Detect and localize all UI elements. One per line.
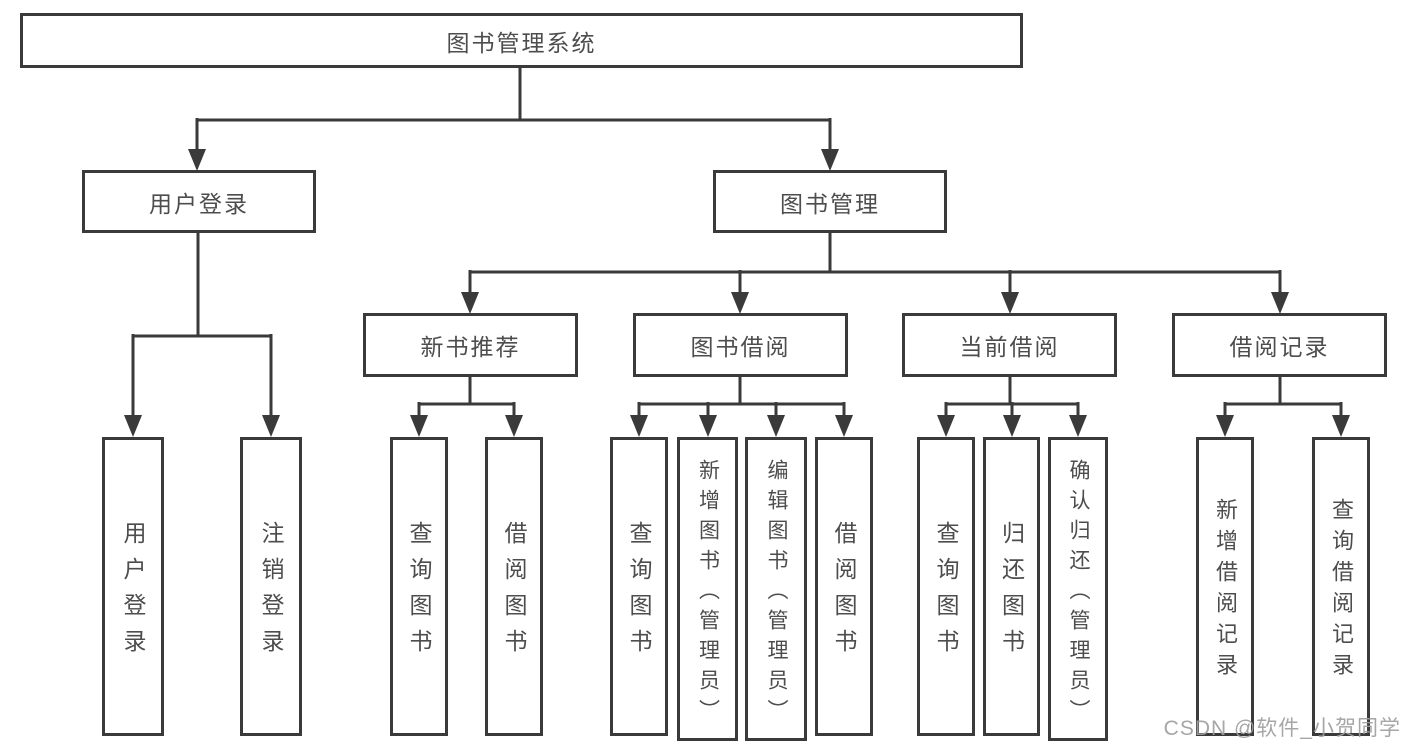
leaf-user-login: 用户登录 (102, 437, 164, 736)
node-label: 确认归还（管理员） (1067, 458, 1090, 729)
node-label: 用户登录 (149, 190, 249, 217)
node-label: 新书推荐 (420, 334, 521, 360)
node-label: 借阅图书 (831, 521, 857, 665)
node-current-borrowing: 当前借阅 (902, 313, 1117, 377)
node-label: 查询借阅记录 (1329, 498, 1354, 684)
leaf-query-books-borrowing: 查询图书 (610, 437, 668, 736)
leaf-edit-book-admin: 编辑图书（管理员） (745, 437, 807, 741)
node-label: 新增借阅记录 (1213, 498, 1238, 684)
node-label: 新增图书（管理员） (696, 458, 720, 729)
node-label: 查询图书 (626, 521, 652, 665)
node-label: 借阅图书 (501, 521, 527, 665)
node-book-borrowing: 图书借阅 (633, 313, 848, 377)
node-label: 注销登录 (258, 521, 284, 665)
node-label: 图书管理 (780, 190, 880, 217)
node-label: 当前借阅 (959, 334, 1060, 360)
leaf-add-borrow-record: 新增借阅记录 (1196, 437, 1254, 736)
node-label: 借阅记录 (1229, 334, 1330, 360)
leaf-borrow-books-recommend: 借阅图书 (485, 437, 543, 736)
node-label: 归还图书 (998, 521, 1025, 665)
node-borrowing-records: 借阅记录 (1172, 313, 1387, 377)
node-label: 编辑图书（管理员） (765, 458, 788, 729)
leaf-borrow-books-borrowing: 借阅图书 (815, 437, 873, 736)
csdn-watermark: CSDN @软件_小贺同学 (1163, 717, 1401, 740)
leaf-confirm-return-admin: 确认归还（管理员） (1048, 437, 1108, 741)
leaf-logout: 注销登录 (240, 437, 302, 736)
leaf-query-books-current: 查询图书 (917, 437, 975, 736)
node-user-login: 用户登录 (82, 170, 316, 233)
leaf-add-book-admin: 新增图书（管理员） (677, 437, 738, 741)
leaf-query-books-recommend: 查询图书 (390, 437, 448, 736)
leaf-query-borrow-record: 查询借阅记录 (1312, 437, 1370, 736)
leaf-return-books: 归还图书 (983, 437, 1040, 736)
node-label: 用户登录 (120, 521, 146, 665)
node-new-book-recommend: 新书推荐 (363, 313, 578, 377)
node-library-system: 图书管理系统 (20, 13, 1023, 68)
node-book-management: 图书管理 (713, 170, 947, 233)
node-label: 图书借阅 (690, 334, 791, 360)
node-label: 查询图书 (933, 521, 959, 665)
node-label: 查询图书 (406, 521, 432, 665)
node-label: 图书管理系统 (446, 29, 597, 56)
